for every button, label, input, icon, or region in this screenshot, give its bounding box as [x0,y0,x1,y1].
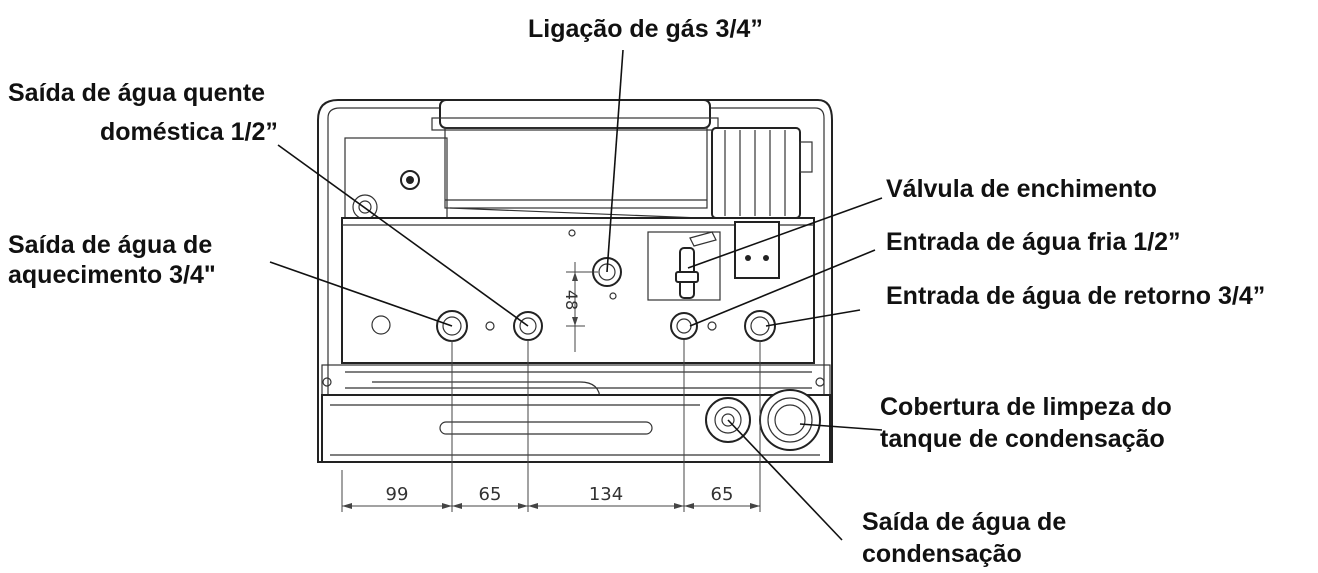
horizontal-dimensions: 99 65 134 65 [341,340,761,512]
leader-fill-valve [687,197,883,269]
leader-heating-out [269,261,453,327]
dimension-134: 134 [589,484,623,505]
vertical-dimension: 48 [562,262,598,352]
leader-condensate-out [727,419,843,541]
label-condensate-out-line2: condensação [862,540,1022,568]
label-cold-water-in: Entrada de água fria 1/2” [886,228,1181,256]
label-cleaning-cover-line2: tanque de condensação [880,425,1165,453]
label-fill-valve: Válvula de enchimento [886,175,1157,203]
label-heating-out-line2: aquecimento 3/4" [8,261,216,289]
label-condensate-out-line1: Saída de água de [862,508,1066,536]
label-hot-water-line1: Saída de água quente [8,79,265,107]
leader-gas [606,49,624,273]
leader-cleaning-cover [799,423,883,431]
label-heating-out-line1: Saída de água de [8,231,212,259]
dimension-99: 99 [386,484,409,505]
dimension-65-left: 65 [479,484,502,505]
labels: Ligação de gás 3/4” Saída de água quente… [8,15,1265,568]
label-gas-connection: Ligação de gás 3/4” [528,15,763,43]
label-hot-water-line2: doméstica 1/2” [100,118,278,146]
leader-hot-water [277,144,529,327]
leader-lines [269,49,883,541]
label-return-in: Entrada de água de retorno 3/4” [886,282,1265,310]
boiler-housing [317,99,833,463]
leader-return [765,309,861,327]
vertical-dimension-label: 48 [562,290,581,310]
leader-cold-water [689,249,876,327]
label-cleaning-cover-line1: Cobertura de limpeza do [880,393,1172,421]
dimension-65-right: 65 [711,484,734,505]
